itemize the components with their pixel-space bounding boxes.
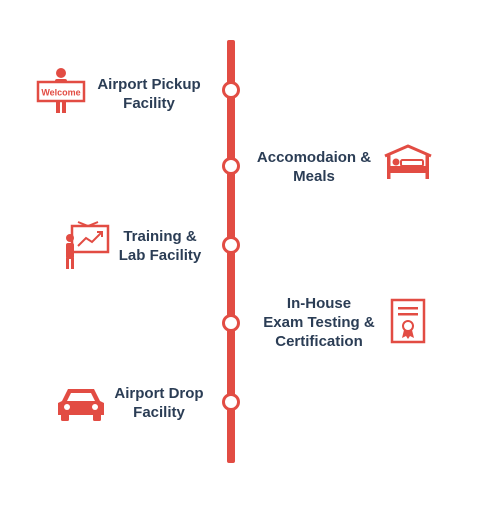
welcome-sign-text: Welcome [41,88,80,98]
label-line: Lab Facility [118,247,202,264]
timeline-item-label-4: In-House Exam Testing & Certification [256,294,382,351]
car-icon [56,385,106,423]
timeline-node-5 [222,393,240,411]
label-line: In-House [286,295,352,312]
timeline-item-label-3: Training & Lab Facility [111,227,209,265]
label-line: Accomodaion & [256,149,372,166]
timeline-node-2 [222,157,240,175]
presentation-board-icon [62,220,110,270]
label-line: Facility [133,404,185,421]
timeline-item-label-2: Accomodaion & Meals [250,148,378,186]
timeline-item-label-5: Airport Drop Facility [108,384,210,422]
label-line: Exam Testing & [263,314,375,331]
label-line: Training & [123,228,197,245]
label-line: Airport Drop [114,385,204,402]
label-line: Airport Pickup [97,76,201,93]
bed-icon [382,144,434,180]
label-line: Certification [275,333,363,350]
timeline-item-label-1: Airport Pickup Facility [93,75,205,113]
certificate-icon [389,298,427,344]
timeline-node-4 [222,314,240,332]
label-line: Facility [123,95,175,112]
timeline-node-3 [222,236,240,254]
welcome-sign-icon: Welcome [36,67,86,115]
label-line: Meals [293,168,335,185]
timeline-node-1 [222,81,240,99]
